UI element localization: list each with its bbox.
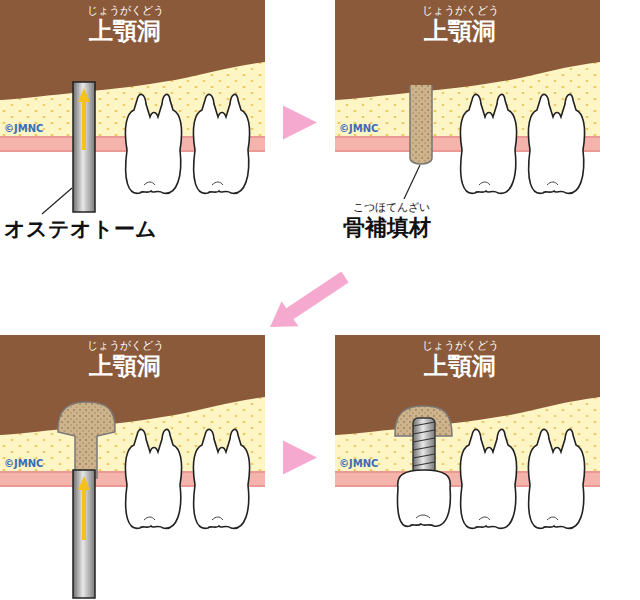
step-arrow [270,277,345,327]
step-arrow [283,441,317,475]
material-label: 骨補填材 [343,216,431,240]
instrument-label: オステオトーム [4,218,157,241]
copyright-mark: ©JMNC [339,123,378,134]
region-name: 上顎洞 [60,18,190,44]
region-name: 上顎洞 [395,353,525,379]
step-panel: じょうがくどう上顎洞 ©JMNC [0,0,265,215]
region-name: 上顎洞 [60,353,190,379]
copyright-mark: ©JMNC [4,458,43,469]
copyright-mark: ©JMNC [339,458,378,469]
step-panel: じょうがくどう上顎洞 ©JMNC [335,335,600,550]
copyright-mark: ©JMNC [4,123,43,134]
ruby-text: こつほてんざい [353,202,430,214]
ruby-text: じょうがくどう [395,5,525,17]
ruby-text: じょうがくどう [60,5,190,17]
step-panel: じょうがくどう上顎洞 ©JMNC [0,335,265,550]
ruby-text: じょうがくどう [60,340,190,352]
ruby-text: じょうがくどう [395,340,525,352]
region-name: 上顎洞 [395,18,525,44]
step-arrow [283,106,317,140]
step-panel: じょうがくどう上顎洞 ©JMNC [335,0,600,215]
